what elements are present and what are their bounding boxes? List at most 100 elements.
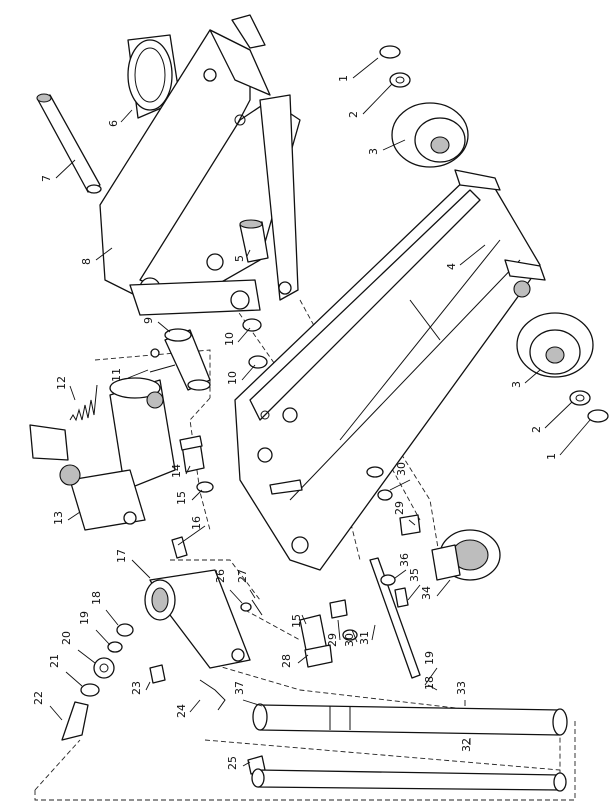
part-11-pin xyxy=(149,348,176,373)
leader-line-29-b xyxy=(337,619,341,641)
leader-line-2 xyxy=(362,83,393,115)
part-label-20: 20 xyxy=(60,631,73,645)
part-label-33: 33 xyxy=(455,681,468,695)
part-label-12: 12 xyxy=(55,376,68,390)
part-label-21: 21 xyxy=(48,654,61,668)
part-label-15: 15 xyxy=(175,491,188,505)
part-35-bolt xyxy=(394,587,409,608)
part-1-clip-top xyxy=(379,45,401,59)
leader-line-11 xyxy=(127,369,149,379)
leader-line-22 xyxy=(49,705,63,721)
part-2-washer-bottom xyxy=(569,390,591,406)
part-26-washer xyxy=(240,602,252,612)
part-label-6: 6 xyxy=(107,120,120,127)
part-label-14: 14 xyxy=(170,464,183,478)
part-13-pump-unit xyxy=(29,377,176,531)
part-30-washer-a xyxy=(366,466,384,478)
leader-line-10 xyxy=(237,327,251,343)
part-3-wheel-bottom xyxy=(516,312,594,378)
leader-line-26 xyxy=(229,589,243,604)
part-18-nut xyxy=(116,623,134,637)
part-label-37: 37 xyxy=(233,681,246,695)
part-29-nut-b xyxy=(329,599,348,619)
part-label-16: 16 xyxy=(190,516,203,530)
leader-line-4 xyxy=(459,244,486,266)
leader-line-13 xyxy=(67,511,81,521)
leader-line-1 xyxy=(352,57,379,79)
part-19-washer xyxy=(107,641,123,653)
leader-line-12 xyxy=(69,385,76,401)
leader-line-23 xyxy=(145,681,151,691)
part-label-36: 36 xyxy=(398,553,411,567)
leader-line-5 xyxy=(246,249,251,257)
part-label-32: 32 xyxy=(460,738,473,752)
part-label-34: 34 xyxy=(420,586,433,600)
part-label-2-b: 2 xyxy=(530,426,543,433)
leader-line-24 xyxy=(189,699,201,713)
part-28-bolt xyxy=(299,614,333,668)
part-1-clip-bottom xyxy=(587,409,609,423)
part-34-caster xyxy=(431,529,501,581)
leader-line-31 xyxy=(371,624,376,641)
leader-line-34 xyxy=(436,579,451,597)
part-label-13: 13 xyxy=(52,511,65,525)
part-label-11: 11 xyxy=(110,368,123,382)
part-20-gear xyxy=(93,657,115,679)
leader-line-18 xyxy=(105,609,119,626)
part-label-3-b: 3 xyxy=(510,381,523,388)
leader-line-27 xyxy=(249,589,256,599)
leader-line-3 xyxy=(382,139,406,151)
leader-line-28 xyxy=(297,654,309,664)
leader-line-7 xyxy=(55,159,76,179)
part-36-washer xyxy=(380,574,396,586)
leader-line-18-b xyxy=(427,684,438,691)
part-label-23: 23 xyxy=(130,681,143,695)
leader-line-19-b xyxy=(424,667,438,686)
part-label-8: 8 xyxy=(80,258,93,265)
leader-line-1-b xyxy=(559,419,591,456)
part-label-4: 4 xyxy=(445,263,458,270)
leader-line-9 xyxy=(157,321,171,333)
leader-line-35 xyxy=(407,584,421,601)
part-label-17: 17 xyxy=(115,549,128,563)
part-label-22: 22 xyxy=(32,691,45,705)
part-10-ring-b xyxy=(248,355,268,369)
part-label-19-b: 19 xyxy=(423,651,436,665)
leader-line-6 xyxy=(120,109,133,123)
part-27-screw xyxy=(251,599,263,616)
leader-line-30-b xyxy=(351,629,358,643)
part-7-pin-rod xyxy=(36,93,102,194)
leader-line-21 xyxy=(65,671,83,687)
part-label-29-b: 29 xyxy=(326,633,339,647)
part-33-handle-tube xyxy=(252,703,568,736)
part-label-15-b: 15 xyxy=(290,614,303,628)
leader-line-2-b xyxy=(544,401,573,429)
part-32-lower-tube xyxy=(251,768,567,792)
part-label-1-b: 1 xyxy=(545,453,558,460)
leader-line-30 xyxy=(389,479,411,491)
part-14-valve xyxy=(179,435,205,473)
part-label-2: 2 xyxy=(347,111,360,118)
leader-line-14 xyxy=(185,465,191,475)
part-label-10-b: 10 xyxy=(226,371,239,385)
part-29-nut-a xyxy=(399,514,421,536)
part-label-7: 7 xyxy=(40,175,53,182)
leader-line-15-b xyxy=(301,614,307,625)
part-15-washer xyxy=(196,481,214,493)
part-label-5: 5 xyxy=(233,255,246,262)
part-label-18: 18 xyxy=(90,591,103,605)
part-31-rod xyxy=(369,557,421,679)
part-10-ring-a xyxy=(242,318,262,332)
part-24-spring-clip xyxy=(199,679,226,711)
part-label-31: 31 xyxy=(358,631,371,645)
part-label-26: 26 xyxy=(214,569,227,583)
part-16-pin xyxy=(171,536,188,559)
part-label-9: 9 xyxy=(142,317,155,324)
leader-line-10-b xyxy=(241,364,256,381)
leader-line-3-b xyxy=(524,369,541,384)
part-2-washer-top xyxy=(389,72,411,88)
part-label-30: 30 xyxy=(395,462,408,476)
part-21-washer xyxy=(80,683,100,697)
leader-line-36 xyxy=(394,569,407,579)
